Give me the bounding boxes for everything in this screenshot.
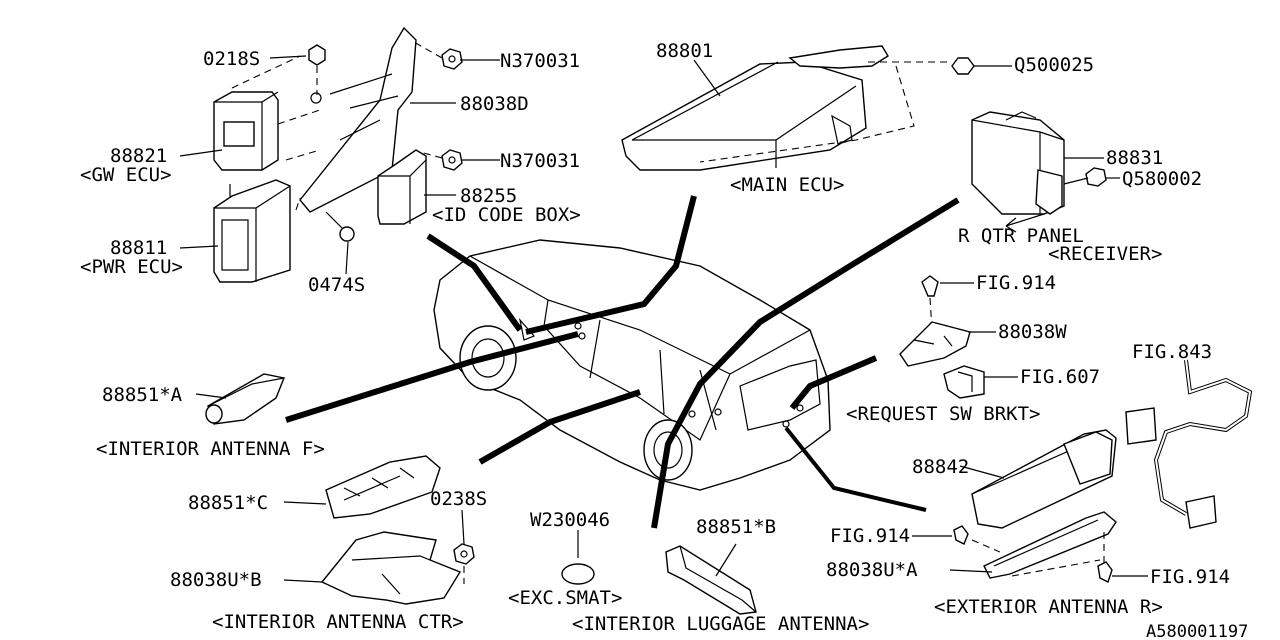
pwr-ecu-part <box>213 179 291 283</box>
label-q500025: Q500025 <box>1014 54 1094 76</box>
label-exc-smat: <EXC.SMAT> <box>508 587 622 609</box>
label-88811: 88811 <box>110 237 167 259</box>
clip-fig607 <box>943 365 1018 399</box>
label-88842: 88842 <box>912 456 969 478</box>
label-fig914-b: FIG.914 <box>830 525 910 547</box>
nut-n370031-b <box>419 149 463 171</box>
main-ecu-dashes <box>699 61 952 163</box>
label-88038d: 88038D <box>460 93 529 115</box>
label-88255: 88255 <box>460 185 517 207</box>
receiver-arrow <box>1005 213 1045 233</box>
label-88851b: 88851*B <box>696 516 776 538</box>
top-left-dashes <box>231 55 321 211</box>
nut-n370031-a <box>413 41 463 70</box>
label-fig607: FIG.607 <box>1020 366 1100 388</box>
nut-0218s <box>308 44 326 95</box>
plug-w230046 <box>561 563 595 585</box>
label-receiver: <RECEIVER> <box>1048 243 1162 265</box>
id-code-box-part <box>377 149 427 225</box>
nut-0238s <box>453 509 475 584</box>
harness-fig843 <box>1125 359 1253 529</box>
bolt-0474s <box>325 211 355 242</box>
antenna-88842 <box>959 429 1117 529</box>
label-q580002: Q580002 <box>1122 168 1202 190</box>
label-exterior-antenna-r: <EXTERIOR ANTENNA R> <box>934 596 1163 618</box>
antenna-88851a <box>195 373 285 425</box>
screw-fig914-a <box>921 275 974 331</box>
label-n370031-b: N370031 <box>500 150 580 172</box>
label-interior-antenna-ctr: <INTERIOR ANTENNA CTR> <box>212 611 464 633</box>
label-fig914-a: FIG.914 <box>976 272 1056 294</box>
callout-lines <box>285 195 960 529</box>
bracket-88038d <box>299 26 417 213</box>
label-88038w: 88038W <box>998 321 1067 343</box>
label-r-qtr-panel: R QTR PANEL <box>958 225 1084 247</box>
screw-fig914-b <box>912 525 969 545</box>
label-id-code-box: <ID CODE BOX> <box>432 204 581 226</box>
label-w230046: W230046 <box>530 509 610 531</box>
label-group: 0218S N370031 88038D 88821 <GW ECU> N370… <box>80 40 1248 640</box>
main-ecu-part <box>621 45 889 171</box>
label-n370031-a: N370031 <box>500 50 580 72</box>
label-request-sw-brkt: <REQUEST SW BRKT> <box>846 403 1040 425</box>
label-gw-ecu: <GW ECU> <box>80 164 172 186</box>
label-88801: 88801 <box>656 40 713 62</box>
screw-fig914-c <box>1097 561 1148 583</box>
vehicle-body <box>433 239 831 491</box>
label-0474s: 0474S <box>308 274 365 296</box>
antenna-88851b <box>665 543 757 615</box>
label-88038ub: 88038U*B <box>170 569 262 591</box>
label-0238s: 0238S <box>430 488 487 510</box>
label-interior-antenna-f: <INTERIOR ANTENNA F> <box>96 438 325 460</box>
label-fig843: FIG.843 <box>1132 341 1212 363</box>
label-88038ua: 88038U*A <box>826 559 918 581</box>
label-fig914-c: FIG.914 <box>1150 566 1230 588</box>
label-diagram-id: A580001197 <box>1146 622 1248 640</box>
label-0218s: 0218S <box>203 48 260 70</box>
label-interior-luggage-antenna: <INTERIOR LUGGAGE ANTENNA> <box>572 613 869 635</box>
label-88831: 88831 <box>1106 147 1163 169</box>
bolt-q580002 <box>1063 167 1107 187</box>
label-88851a: 88851*A <box>102 384 183 406</box>
label-main-ecu: <MAIN ECU> <box>730 174 844 196</box>
bracket-88038ub <box>283 531 462 605</box>
label-pwr-ecu: <PWR ECU> <box>80 256 183 278</box>
receiver-part <box>971 111 1065 215</box>
antenna-88851c <box>283 455 441 519</box>
bracket-88038ua <box>949 511 1117 579</box>
gw-ecu-part <box>213 91 279 200</box>
label-88851c: 88851*C <box>188 492 268 514</box>
bracket-88038w <box>899 321 996 367</box>
label-88821: 88821 <box>110 145 167 167</box>
screw-q500025 <box>951 57 1012 75</box>
